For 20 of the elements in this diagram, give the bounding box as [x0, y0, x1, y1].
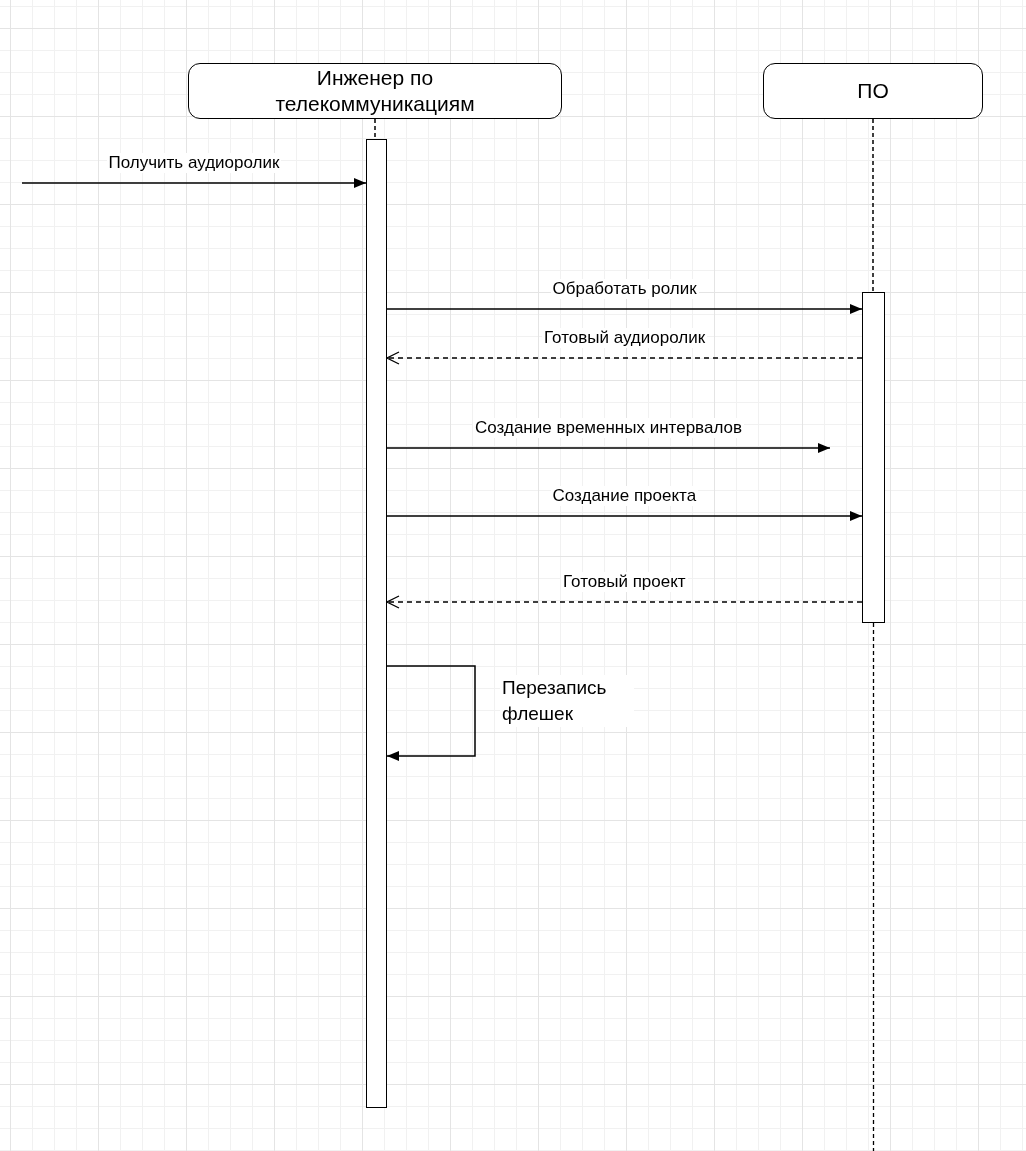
- lifeline: [872, 118, 874, 293]
- message-arrow: [386, 304, 863, 314]
- message-arrow: [386, 511, 863, 521]
- return-arrow: [386, 351, 863, 365]
- edge-label: Перезапись флешек: [500, 675, 634, 727]
- edge-label: Получить аудиоролик: [106, 153, 282, 173]
- edge-label: Готовый аудиоролик: [542, 328, 708, 348]
- activation-bar: [862, 292, 885, 623]
- edge-label: Готовый проект: [561, 572, 688, 592]
- return-arrow: [386, 595, 863, 609]
- lifeline-header: Инженер по телекоммуникациям: [188, 63, 562, 119]
- lifeline: [374, 118, 376, 140]
- lifeline-header: ПО: [763, 63, 983, 119]
- message-arrow: [21, 178, 367, 188]
- edge-label: Создание проекта: [550, 486, 699, 506]
- edge-label: Создание временных интервалов: [473, 418, 744, 438]
- activation-bar: [366, 139, 387, 1108]
- message-arrow: [386, 665, 476, 761]
- message-arrow: [386, 443, 831, 453]
- edge-label: Обработать ролик: [550, 279, 699, 299]
